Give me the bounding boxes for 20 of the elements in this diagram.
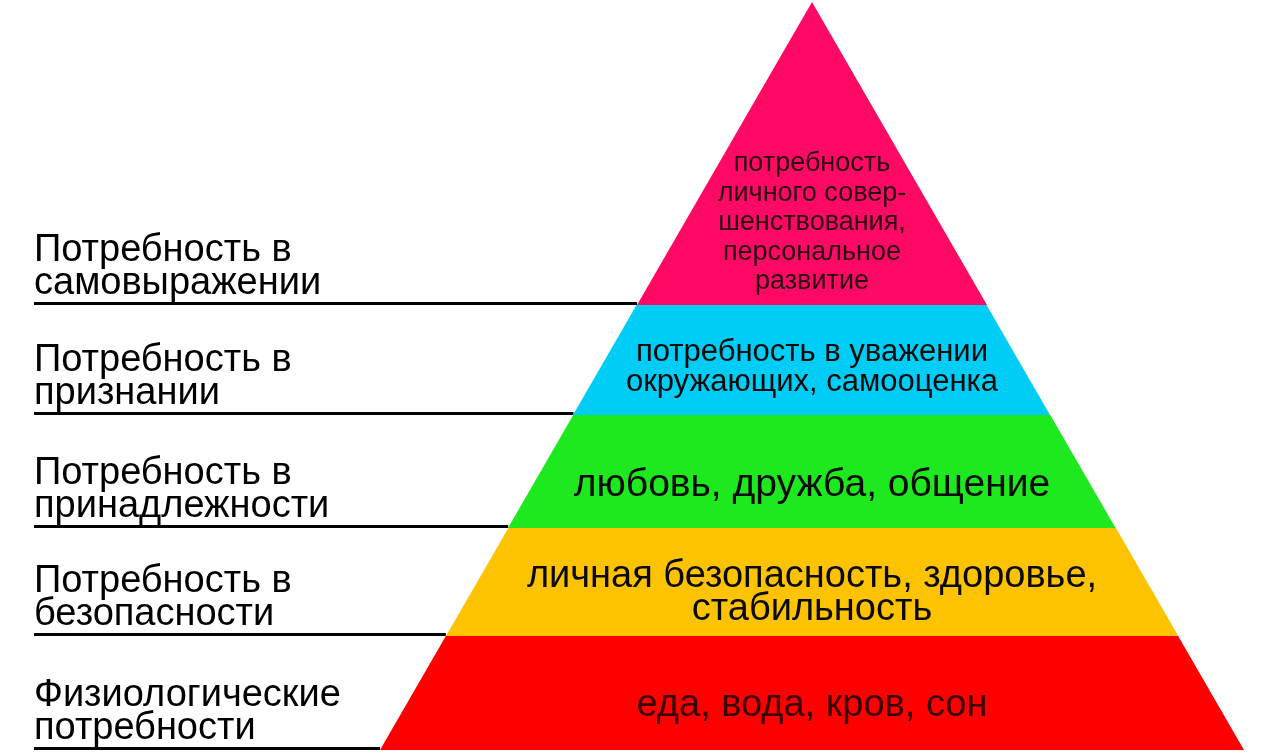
pyramid-level bbox=[508, 415, 1116, 528]
pyramid-level bbox=[445, 528, 1179, 636]
pyramid-level bbox=[573, 305, 1051, 415]
level-description: потребность в уважении окружающих, самооценка bbox=[624, 336, 1000, 396]
level-label: Потребность в безопасности bbox=[34, 562, 374, 635]
leader-line bbox=[34, 747, 380, 750]
level-label: Физиологические потребности bbox=[34, 676, 374, 749]
level-description: еда, вода, кров, сон bbox=[636, 683, 988, 723]
leader-line bbox=[34, 633, 446, 636]
level-description: любовь, дружба, общение bbox=[573, 463, 1051, 503]
pyramid-level bbox=[637, 2, 987, 305]
level-label: Потребность в признании bbox=[34, 341, 374, 414]
pyramid-level bbox=[380, 636, 1244, 750]
level-label: Потребность в принадлежности bbox=[34, 454, 374, 527]
level-description: потребность личного совер- шенствования, персональное развитие bbox=[716, 148, 908, 296]
leader-line bbox=[34, 525, 509, 528]
leader-line bbox=[34, 412, 574, 415]
level-label: Потребность в самовыражении bbox=[34, 231, 374, 304]
leader-line bbox=[34, 302, 637, 305]
level-description: личная безопасность, здоровье, стабильность bbox=[525, 558, 1099, 624]
